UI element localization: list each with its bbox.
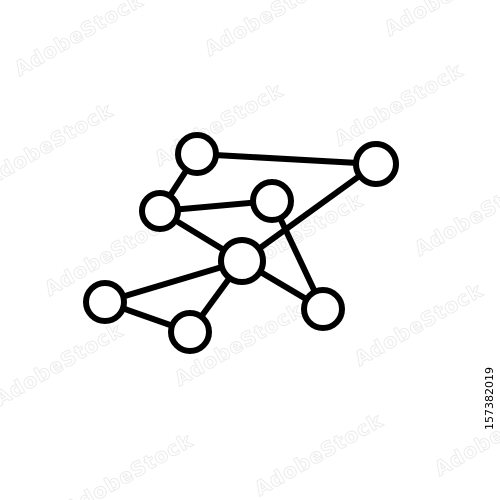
node-n5	[218, 237, 266, 285]
edge-n2-n5	[239, 161, 379, 264]
node-n3	[139, 190, 181, 232]
node-n8	[301, 287, 345, 331]
node-n2	[353, 141, 399, 187]
node-n4	[250, 179, 294, 223]
nodes-group	[83, 132, 399, 354]
node-n1	[175, 132, 219, 176]
node-n6	[83, 280, 127, 324]
stock-id-label: 157382019	[483, 367, 496, 430]
node-n7	[168, 310, 212, 354]
edge-n1-n2	[194, 151, 379, 167]
